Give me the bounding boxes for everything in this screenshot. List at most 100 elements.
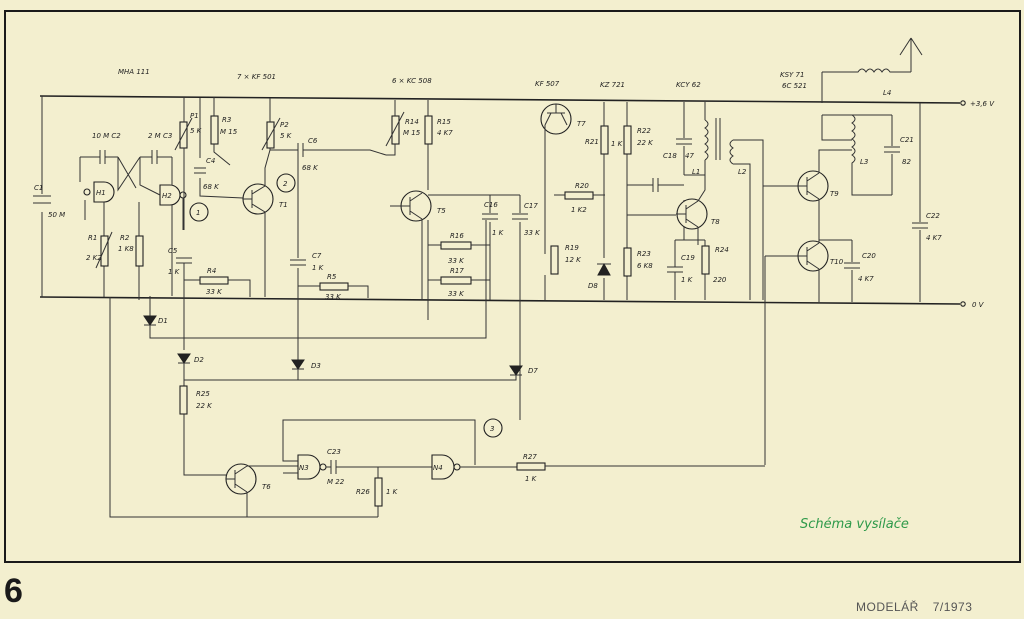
resistor-r4 [199,276,229,285]
node-marker-1 [189,202,209,222]
resistor-r5 [319,282,349,291]
c5-label: C5 [168,247,178,255]
node-marker-2 [276,173,296,193]
r20-value: 1 K2 [571,206,587,214]
stage-oscillator: C18 47 L1 L2 T8 C19 1 K R24 220 [627,102,764,300]
node-1-label: 1 [196,209,200,217]
resistor-r20 [564,191,594,200]
r23-label: R23 [637,250,651,258]
r1-pot [100,235,109,267]
l4-label: L4 [883,89,891,97]
antenna-icon [899,37,923,72]
d1-label: D1 [158,317,168,325]
r21-label: R21 [585,138,599,146]
r27-label: R27 [523,453,537,461]
diode-d2 [177,353,191,364]
plus-terminal [960,100,966,106]
r14-value: M 15 [403,129,421,137]
diode-d7 [509,365,523,376]
magazine-issue: 7/1973 [932,600,973,614]
c23-label: C23 [327,448,341,456]
diode-d1 [143,315,157,326]
r21-value: 1 K [611,140,624,148]
r26-label: R26 [356,488,370,496]
stage-output: L4 L3 C21 82 C22 4 K7 T9 T10 C20 4 K7 [763,37,942,465]
resistor-r15 [424,115,433,145]
label-kc508: 6 × KC 508 [392,77,432,85]
c3-label: 2 M C3 [148,132,172,140]
r2-label: R2 [120,234,130,242]
d7-label: D7 [528,367,538,375]
r19-label: R19 [565,244,579,252]
r25-label: R25 [196,390,210,398]
r19-value: 12 K [565,256,582,264]
r2-value: 1 K8 [118,245,134,253]
resistor-r19 [550,245,559,275]
r17-label: R17 [450,267,464,275]
magazine-name: MODELÁŘ [856,600,919,614]
c17-value: 33 K [524,229,541,237]
c7-label: C7 [312,252,322,260]
l1-label: L1 [692,168,700,176]
r22-label: R22 [637,127,651,135]
c19-value: 1 K [681,276,694,284]
r15-value: 4 K7 [437,129,453,137]
t6-label: T6 [262,483,271,491]
p2-value: 5 K [280,132,293,140]
r3-label: R3 [222,116,231,124]
r14-label: R14 [405,118,419,126]
c4-value: 68 K [203,183,220,191]
r25-value: 22 K [196,402,213,410]
r20-label: R20 [575,182,589,190]
c4-label: C4 [206,157,215,165]
c22-value: 4 K7 [926,234,942,242]
c5-value: 1 K [168,268,181,276]
resistor-r26 [374,477,383,507]
r23-value: 6 K8 [637,262,653,270]
c18-label: C18 [663,152,677,160]
c22-label: C22 [926,212,940,220]
label-kz721: KZ 721 [600,81,625,89]
power-rails: +3,6 V 0 V [39,95,995,309]
c20-value: 4 K7 [858,275,874,283]
p1-value: 5 K [190,127,203,135]
r15-label: R15 [437,118,451,126]
resistor-r17 [440,276,472,285]
c17-label: C17 [524,202,538,210]
diode-d3 [291,359,305,370]
label-mha: MHA 111 [118,68,150,76]
t8-label: T8 [711,218,720,226]
c16-value: 1 K [492,229,505,237]
d8-label: D8 [588,282,598,290]
h2-label: H2 [162,192,172,200]
stage-timer: R25 22 K T6 N3 C23 M 22 R26 1 K N4 3 R [109,297,765,518]
c21-label: C21 [900,136,914,144]
resistor-r21 [600,125,609,155]
c18-value: 47 [685,152,694,160]
c2-label: 10 M C2 [92,132,121,140]
r1-value: 2 K2 [86,254,102,262]
r24-label: R24 [715,246,729,254]
r16-label: R16 [450,232,464,240]
label-kcy: KCY 62 [676,81,701,89]
coil-l4 [822,68,911,73]
stage-t7: T7 R19 12 K R20 1 K2 R21 1 K D8 R22 22 K… [540,102,676,300]
gate-h1 [93,181,115,203]
resistor-r23 [623,247,632,277]
node-marker-3 [483,418,503,438]
c16-label: C16 [484,201,498,209]
r5-label: R5 [327,273,337,281]
t5-label: T5 [437,207,446,215]
l2-label: L2 [738,168,747,176]
ground-rail [39,296,961,305]
label-gc: 6C 521 [782,82,807,90]
input-stage: C1 50 M H1 H2 10 M C2 2 M C3 R1 2 K2 R2 [33,96,209,297]
coil-l2 [729,139,734,165]
stage-t1: P1 5 K R3 M 15 C4 68 K T1 2 C5 1 K R4 33… [168,97,296,350]
ground-terminal [960,301,966,307]
r4-label: R4 [207,267,216,275]
h1-label: H1 [96,189,106,197]
resistor-r14 [391,115,400,145]
ground-rail-label: 0 V [972,301,985,309]
